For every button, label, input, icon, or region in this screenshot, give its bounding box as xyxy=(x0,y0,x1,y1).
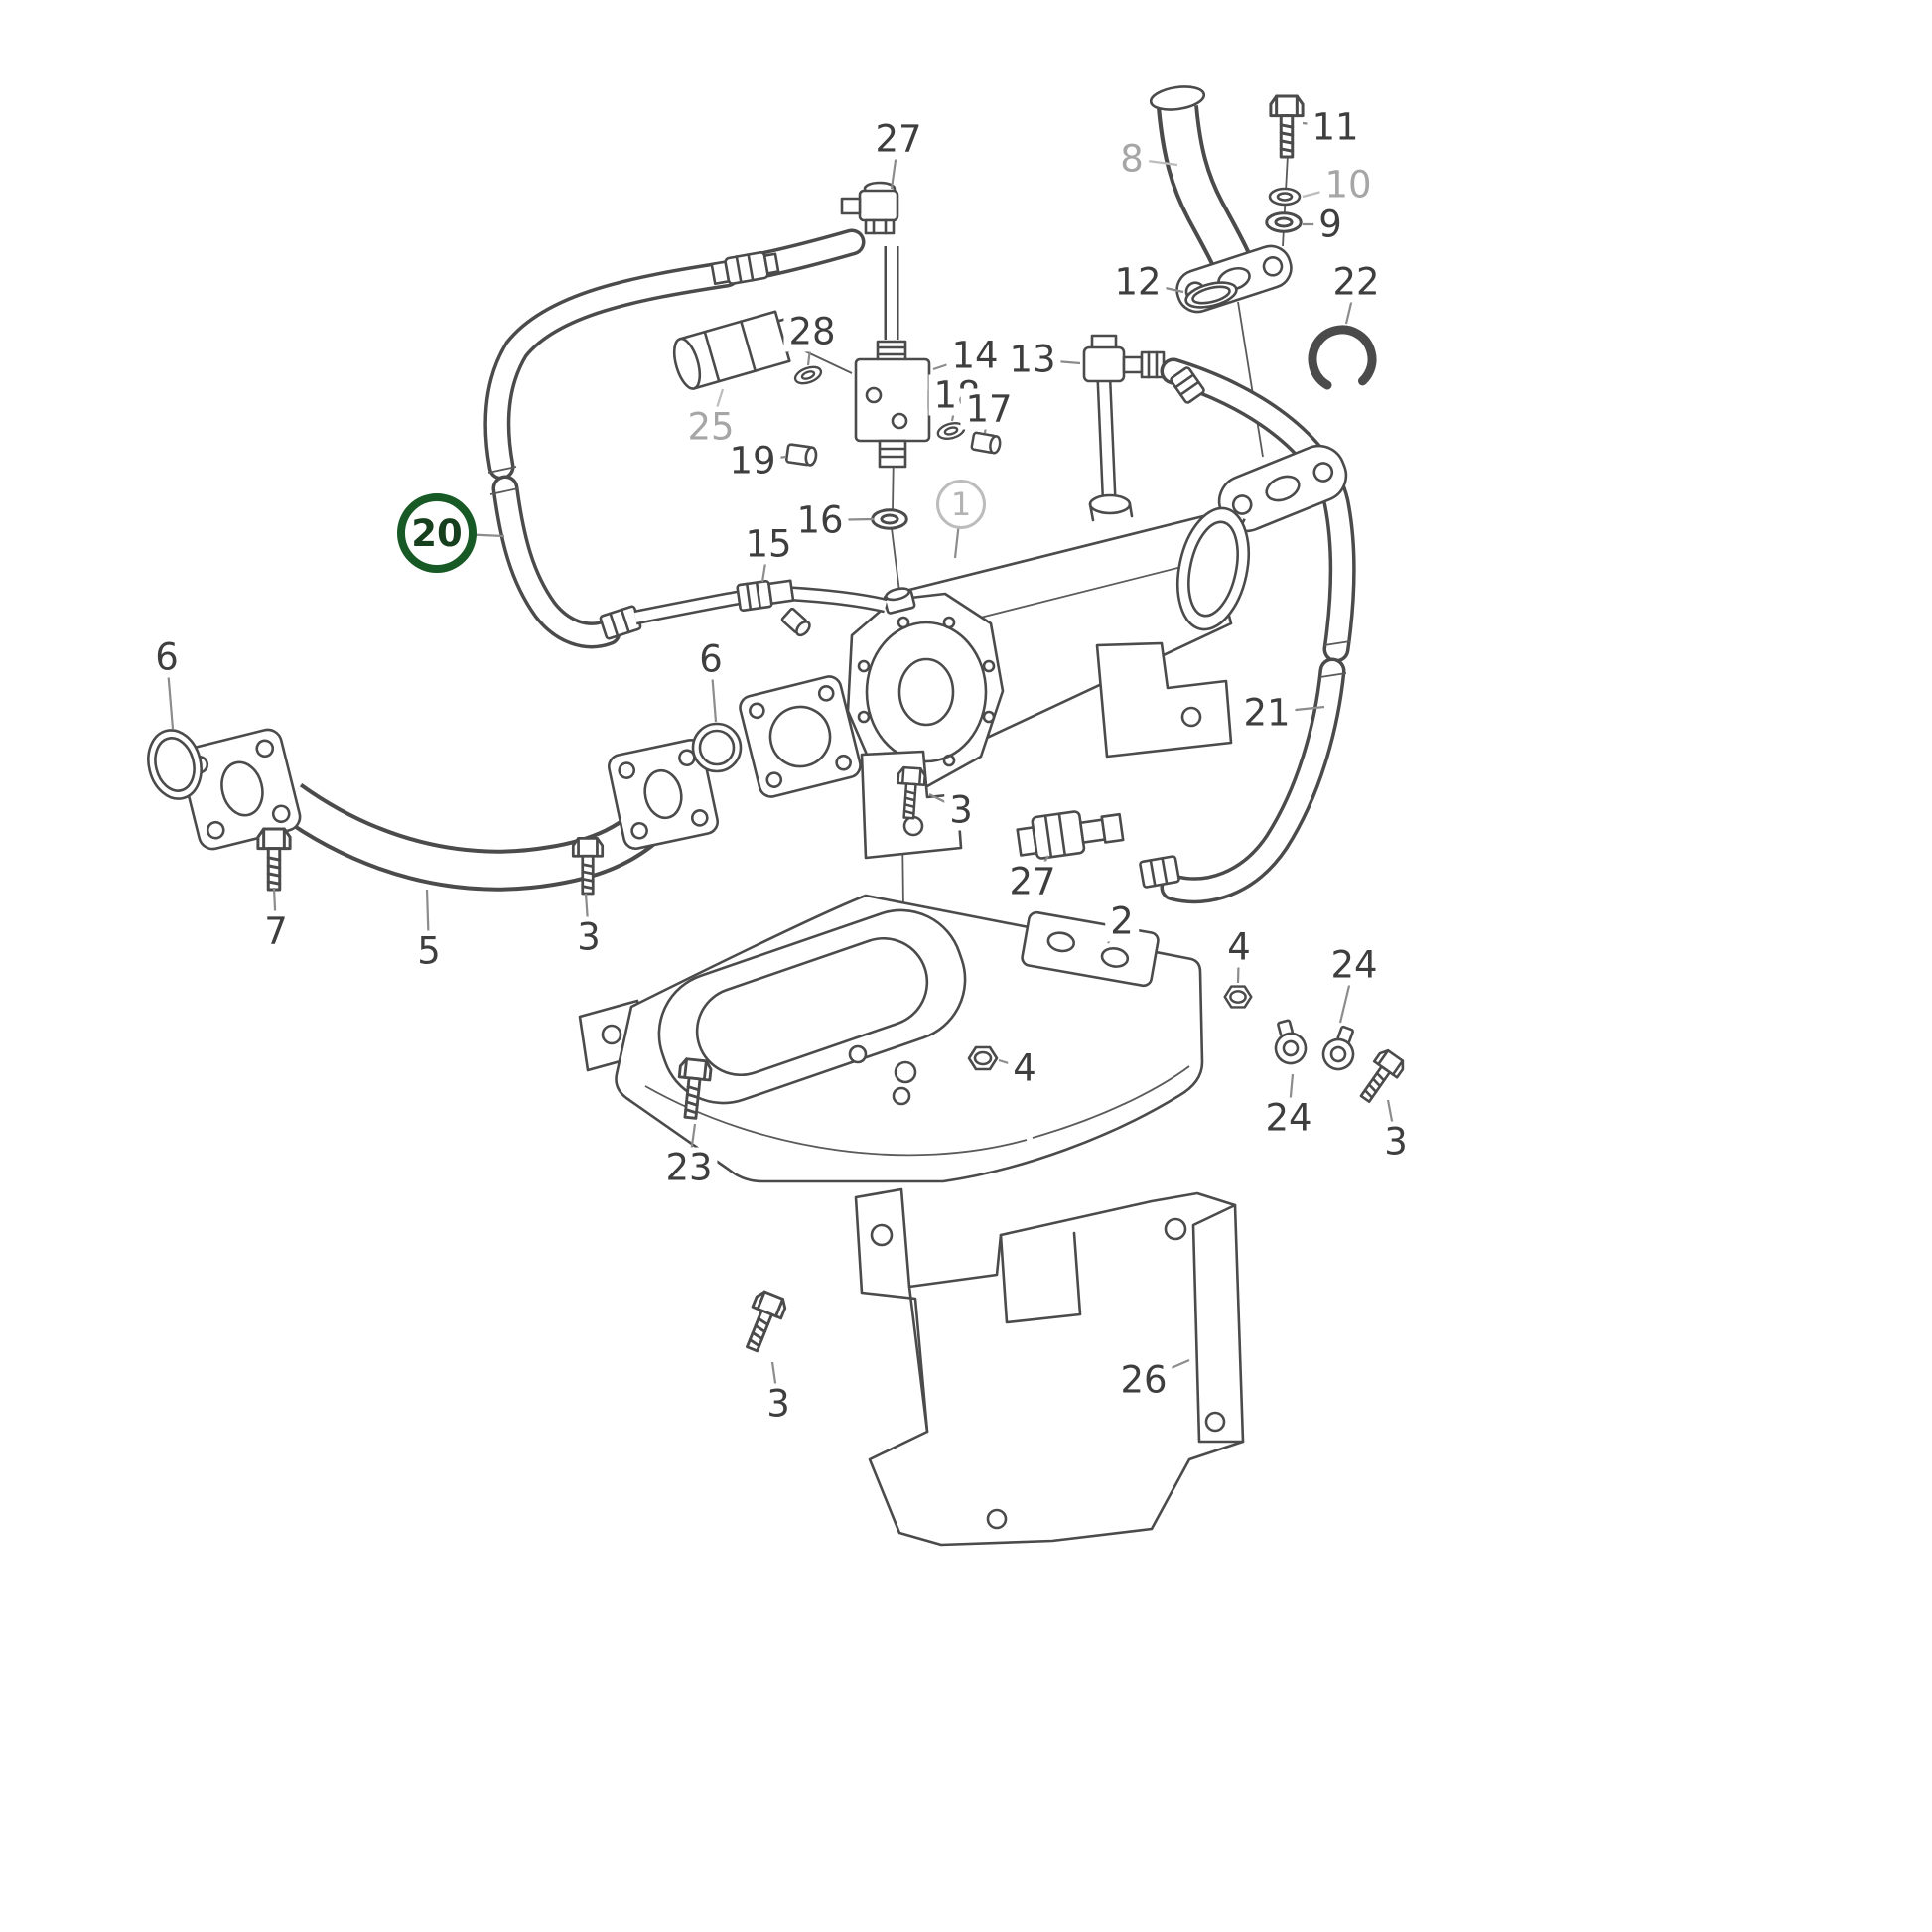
callout-6-18[interactable]: 6 xyxy=(150,636,184,678)
o-ring-6-left xyxy=(147,729,203,800)
callout-14-8[interactable]: 14 xyxy=(946,335,1004,376)
callout-20-16[interactable]: 20 xyxy=(397,493,477,573)
callout-10-3[interactable]: 10 xyxy=(1319,164,1377,206)
callout-22-6[interactable]: 22 xyxy=(1327,261,1385,303)
callout-13-9[interactable]: 13 xyxy=(1004,339,1061,380)
callout-4-27[interactable]: 4 xyxy=(1222,926,1256,968)
callout-24-28[interactable]: 24 xyxy=(1325,944,1383,986)
callout-27-22[interactable]: 27 xyxy=(1004,861,1061,902)
callout-21-20[interactable]: 21 xyxy=(1238,692,1296,734)
callout-12-5[interactable]: 12 xyxy=(1109,261,1167,303)
o-ring-12 xyxy=(1184,281,1238,309)
pipe-8 xyxy=(1149,85,1293,314)
hose-21-bottom-nut xyxy=(1139,855,1180,889)
callout-19-13[interactable]: 19 xyxy=(724,440,781,482)
hose-20-coupling xyxy=(710,251,780,286)
callout-11-2[interactable]: 11 xyxy=(1307,106,1364,148)
callout-26-33[interactable]: 26 xyxy=(1115,1359,1173,1401)
callout-4-29[interactable]: 4 xyxy=(1008,1047,1041,1089)
rear-bracket xyxy=(1095,641,1233,759)
front-boss xyxy=(883,587,916,615)
callout-3-25[interactable]: 3 xyxy=(572,916,606,958)
heat-exchanger-1 xyxy=(846,444,1348,860)
callout-25-10[interactable]: 25 xyxy=(682,406,740,448)
callout-28-7[interactable]: 28 xyxy=(783,311,841,352)
callout-1-15[interactable]: 1 xyxy=(936,480,986,529)
callout-27-0[interactable]: 27 xyxy=(870,118,927,160)
hose-21-top-nut xyxy=(1170,366,1205,404)
bracket-26 xyxy=(854,1187,1245,1547)
callout-17-12[interactable]: 17 xyxy=(960,388,1018,430)
callout-16-14[interactable]: 16 xyxy=(791,499,849,541)
callout-9-4[interactable]: 9 xyxy=(1313,204,1347,245)
callout-3-31[interactable]: 3 xyxy=(1379,1121,1413,1163)
elbow-fitting-27-top xyxy=(840,181,899,235)
elbow-fitting-27-bottom xyxy=(1016,810,1125,860)
front-square-flange xyxy=(739,675,862,798)
callout-23-32[interactable]: 23 xyxy=(660,1147,718,1188)
o-ring-6-center xyxy=(691,722,743,773)
hose-20 xyxy=(483,228,866,649)
callout-8-1[interactable]: 8 xyxy=(1115,138,1149,180)
callout-5-24[interactable]: 5 xyxy=(412,930,446,972)
pipe-15 xyxy=(633,579,888,637)
callout-15-17[interactable]: 15 xyxy=(740,523,797,565)
callout-7-23[interactable]: 7 xyxy=(259,910,293,952)
pipe-5-left-flange xyxy=(179,728,302,851)
snap-ring-22 xyxy=(1308,325,1377,394)
callout-24-30[interactable]: 24 xyxy=(1260,1097,1317,1139)
mounting-plate-2 xyxy=(578,894,1204,1183)
elbow-13 xyxy=(1082,334,1166,383)
rear-oval-flange xyxy=(1217,444,1348,533)
callout-3-34[interactable]: 3 xyxy=(761,1383,795,1425)
callout-2-26[interactable]: 2 xyxy=(1105,900,1139,942)
callout-3-21[interactable]: 3 xyxy=(944,789,978,831)
callout-6-19[interactable]: 6 xyxy=(694,638,728,680)
